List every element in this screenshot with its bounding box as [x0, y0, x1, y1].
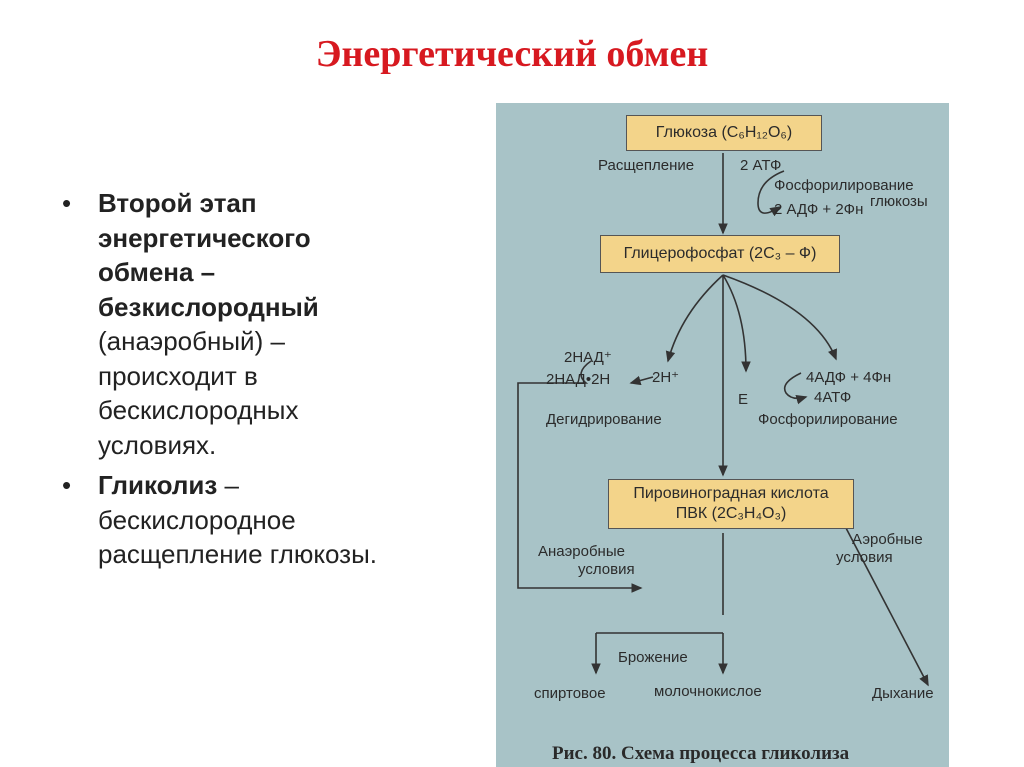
dehydrogenation-label: Дегидрирование: [546, 411, 662, 428]
arrow-to-atp: [722, 274, 837, 361]
bullet-item: • Гликолиз – бескислородное расщепление …: [62, 468, 382, 572]
arrow-to-h: [665, 274, 724, 363]
pyruvic-line-2: ПВК (2С₃Н₄О₃): [675, 505, 787, 522]
arrow-adp-cycle: [783, 372, 808, 405]
bullet-rest: – бескислородное расщепление глюкозы.: [98, 470, 378, 569]
adp-label: 2 АДФ + 2Фн: [774, 201, 864, 218]
arrow-h-to-nad: [629, 375, 654, 386]
glycerophosphate-box: Глицерофосфат (2С₃ – Ф): [600, 235, 840, 273]
phos-glucose-label-1: Фосфорилирование: [774, 177, 914, 194]
bullet-rest: (анаэробный) – происходит в бескислородн…: [98, 326, 299, 460]
bullet-text: Второй этап энергетического обмена – без…: [98, 186, 382, 462]
pyruvic-line-1: Пировиноградная кислота: [633, 485, 829, 502]
respiration-label: Дыхание: [872, 685, 934, 702]
arrow-nad-loop: [517, 360, 643, 593]
phosphorylation-label: Фосфорилирование: [758, 411, 898, 428]
aerobic-label-2: условия: [836, 549, 893, 566]
atp4-label: 4АТФ: [814, 389, 852, 406]
adp4-label: 4АДФ + 4Фн: [806, 369, 892, 386]
anaerobic-label-1: Анаэробные: [538, 543, 625, 560]
aerobic-label-1: Аэробные: [852, 531, 923, 548]
split-label: Расщепление: [598, 157, 695, 174]
bullet-bold: Второй этап энергетического обмена – без…: [98, 188, 319, 322]
energy-label: Е: [738, 391, 749, 408]
arrow-atp-cycle: [757, 170, 785, 217]
nad-label-1: 2НАД⁺: [564, 349, 612, 366]
nad-label-2: 2НАД•2Н: [546, 371, 611, 388]
pyruvic-acid-box: Пировиноградная кислота ПВК (2С₃Н₄О₃): [608, 479, 854, 529]
h2-label: 2Н⁺: [652, 369, 680, 386]
bullet-text: Гликолиз – бескислородное расщепление гл…: [98, 468, 382, 572]
atp2-label: 2 АТФ: [740, 157, 782, 174]
alcohol-fermentation-label: спиртовое: [534, 685, 606, 702]
bullet-dot: •: [62, 188, 72, 218]
slide-title: Энергетический обмен: [315, 33, 709, 75]
glucose-box: Глюкоза (С₆Н₁₂О₆): [626, 115, 822, 151]
arrow-to-e: [722, 274, 751, 373]
glycolysis-diagram-photo: Глюкоза (С₆Н₁₂О₆) Расщепление 2 АТФ Фосф…: [496, 103, 949, 767]
bullet-item: • Второй этап энергетического обмена – б…: [62, 186, 382, 462]
fermentation-label: Брожение: [618, 649, 688, 666]
bullet-list: • Второй этап энергетического обмена – б…: [62, 186, 382, 578]
figure-caption: Рис. 80. Схема процесса гликолиза: [552, 743, 850, 764]
phos-glucose-label-2: глюкозы: [870, 193, 928, 210]
arrow-respiration: [845, 527, 929, 687]
anaerobic-label-2: условия: [578, 561, 635, 578]
bullet-dot: •: [62, 470, 72, 500]
lactic-fermentation-label: молочнокислое: [654, 683, 762, 700]
diagram-arrows: [517, 153, 929, 687]
bullet-bold: Гликолиз: [98, 470, 218, 500]
